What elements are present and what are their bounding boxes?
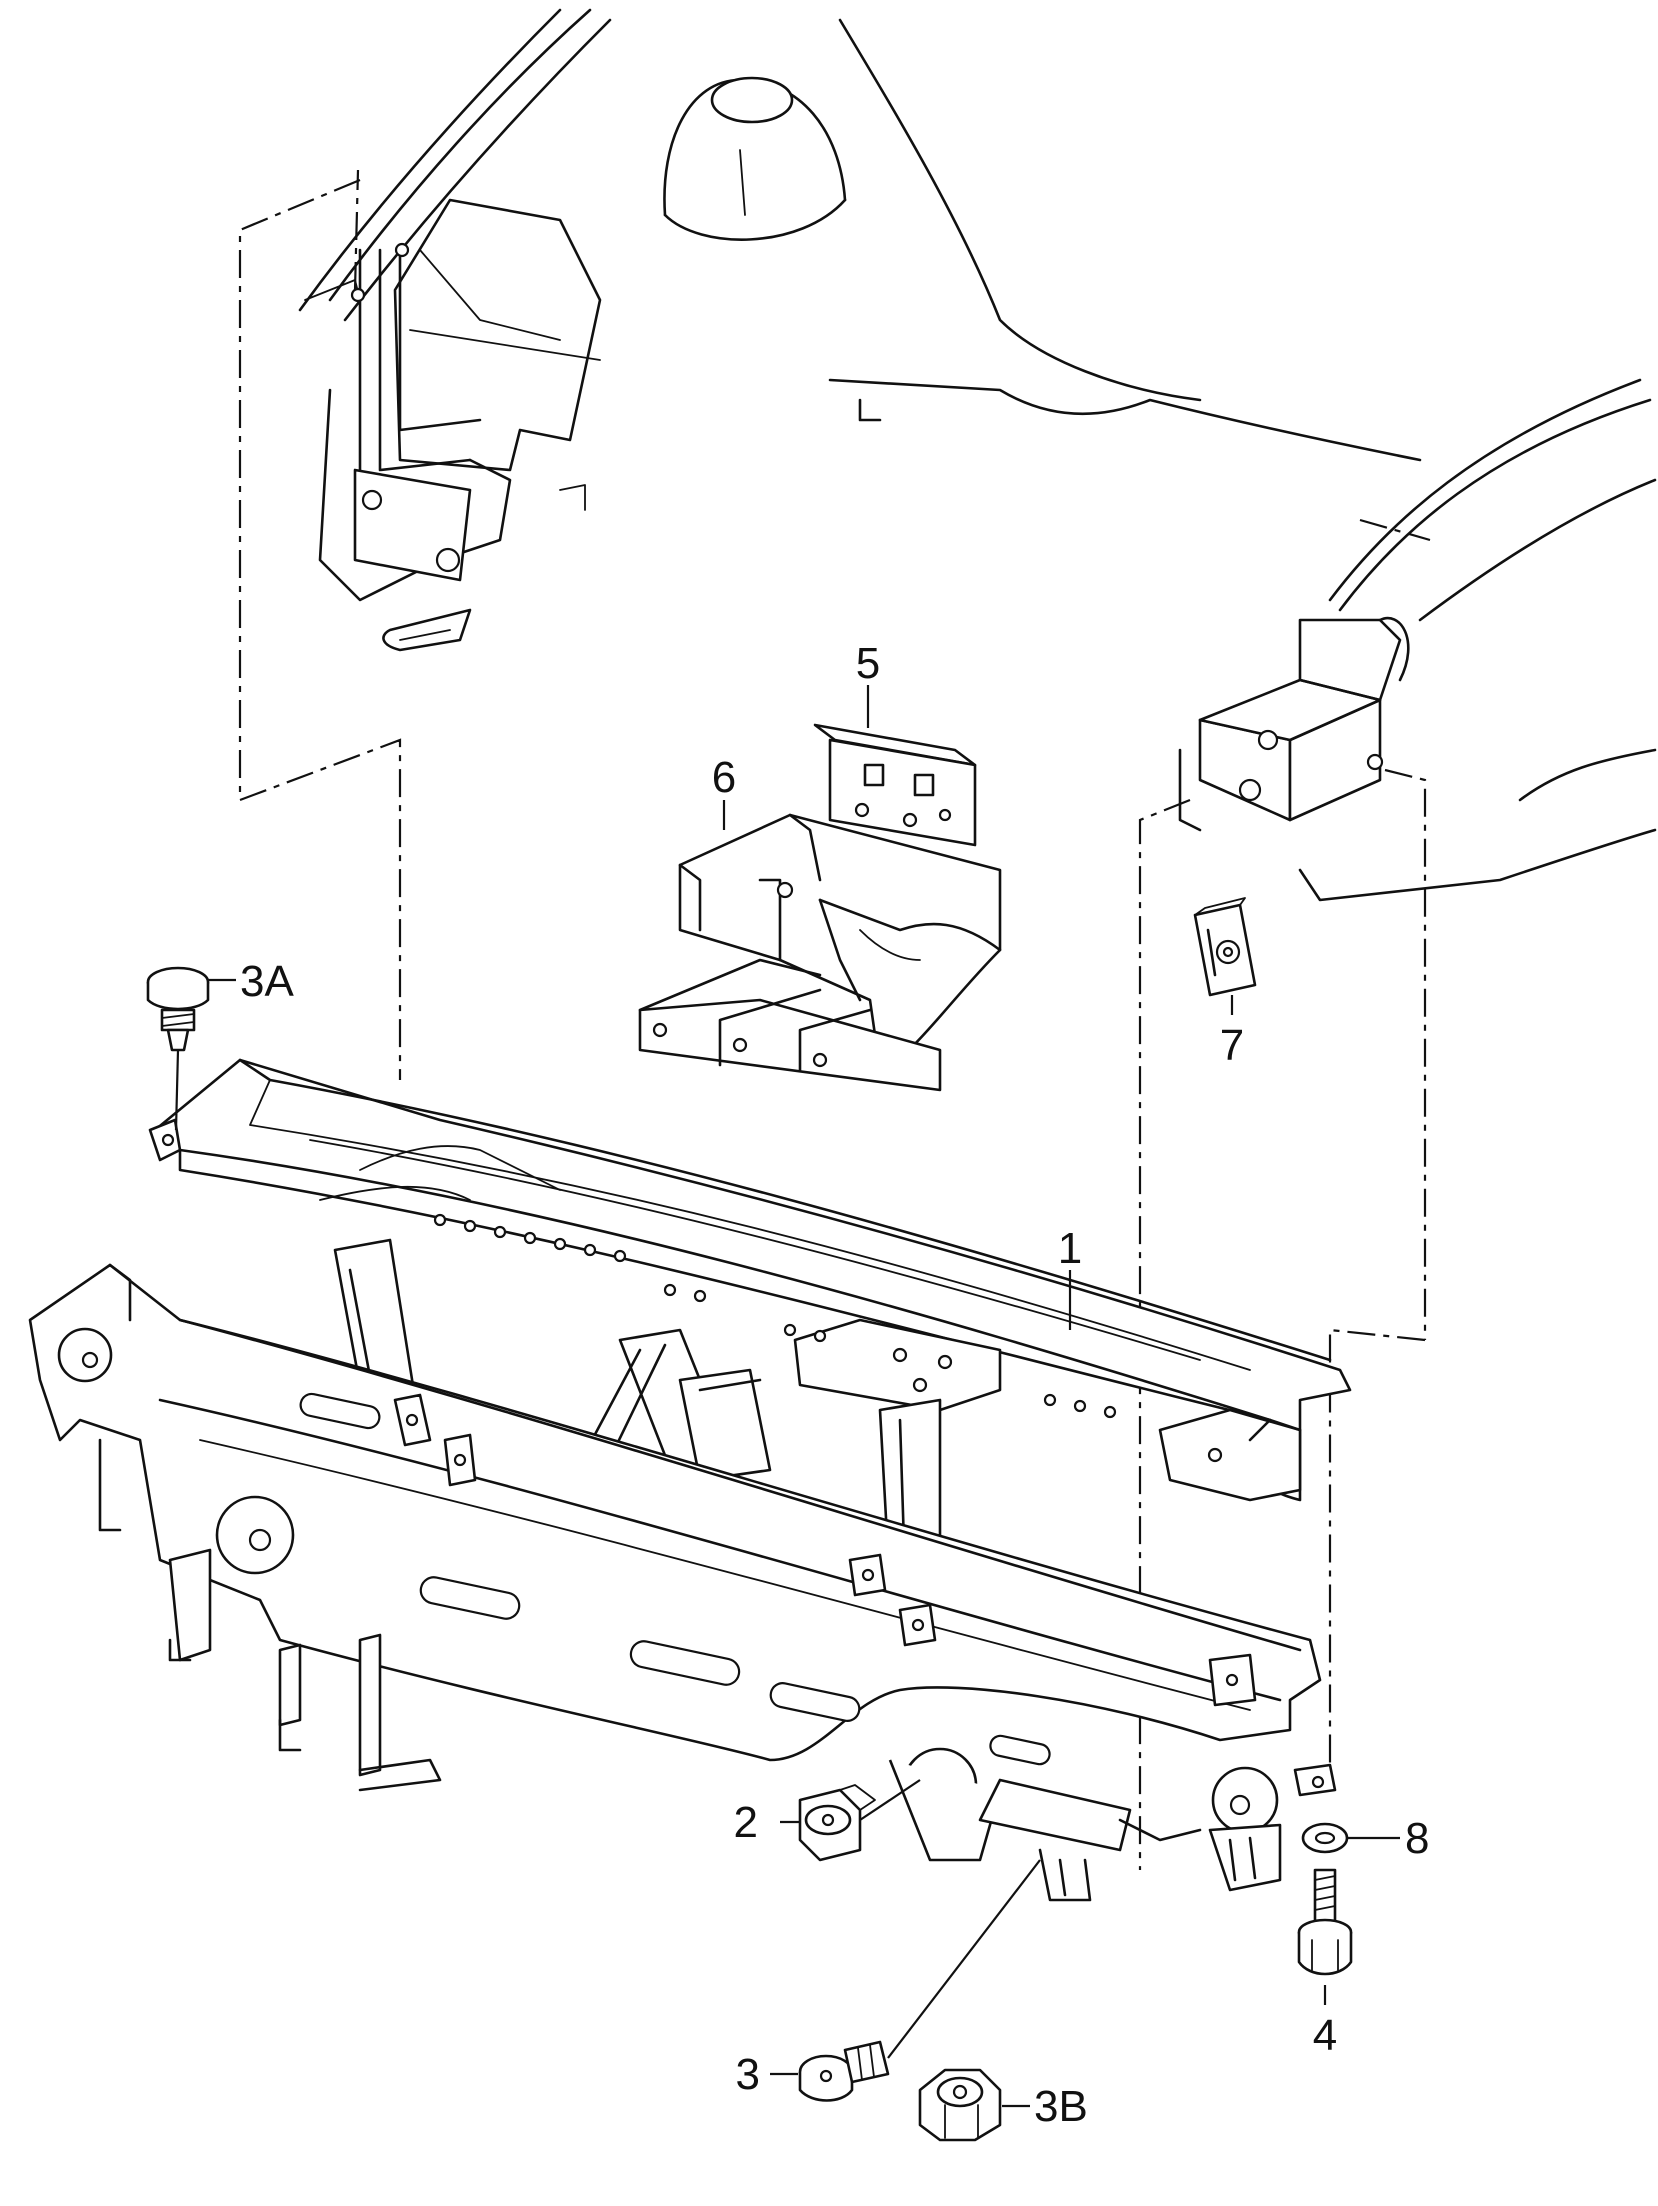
part-3-screw	[798, 2040, 890, 2102]
part-3-axis	[887, 1859, 1041, 2059]
part-4-bolt	[1297, 1868, 1353, 1976]
part-6-bracket	[638, 813, 1002, 1092]
callout-8: 8	[1405, 1814, 1429, 1863]
front-body-structure	[298, 8, 1422, 652]
callout-3B: 3B	[1034, 2082, 1088, 2131]
alignment-lines	[238, 169, 1431, 1870]
part-3A-screw	[146, 966, 210, 1052]
callout-3A: 3A	[240, 957, 294, 1006]
callout-labels: 5 6 1 3A 7 8 4 2 3 3B	[240, 639, 1429, 2131]
part-2-axis	[859, 1779, 921, 1821]
part-3B-nut	[918, 2068, 1002, 2142]
callout-6: 6	[712, 753, 736, 802]
callout-5: 5	[856, 639, 880, 688]
part-1-lock-carrier	[28, 1058, 1352, 1902]
callout-3: 3	[736, 2050, 760, 2099]
upper-member-holes	[433, 1213, 1117, 1419]
part-7-clip-nut	[1193, 897, 1257, 997]
right-side-member	[1178, 378, 1657, 902]
part-3A-axis	[174, 1049, 180, 1131]
callout-4: 4	[1313, 2011, 1337, 2060]
callout-7: 7	[1220, 1021, 1244, 1070]
part-2-nut	[798, 1784, 876, 1862]
part-8-washer	[1301, 1822, 1349, 1854]
callout-1: 1	[1058, 1224, 1082, 1273]
part-5-bracket	[813, 723, 977, 847]
callout-leaders	[208, 685, 1400, 2108]
callout-2: 2	[734, 1798, 758, 1847]
